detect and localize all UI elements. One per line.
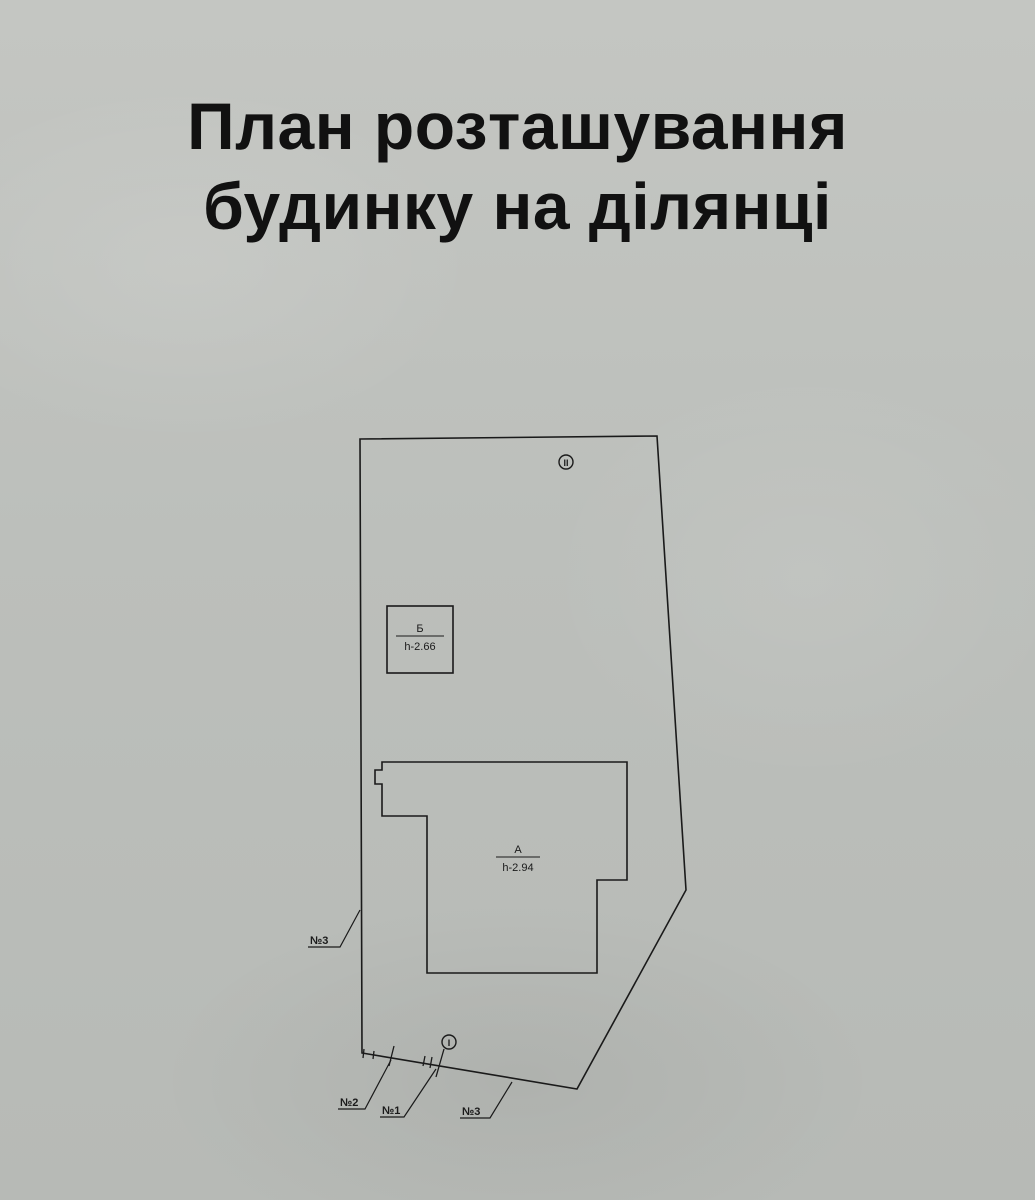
title-line-2: будинку на ділянці (203, 169, 832, 243)
building-a-height: h-2.94 (502, 862, 533, 874)
callout-left-fence: №3 (310, 935, 328, 947)
leader-left-fence (308, 909, 361, 948)
callout-fence-2: №2 (340, 1097, 358, 1109)
marker-top-circle (558, 454, 574, 470)
title-line-1: План розташування (187, 89, 848, 163)
building-a-outline (374, 761, 628, 974)
page-title: План розташування будинку на ділянці (0, 86, 1035, 246)
plot-boundary (359, 435, 687, 1090)
building-b-height: h-2.66 (404, 641, 435, 653)
building-b-outline (386, 605, 454, 674)
leader-fence-3-bottom (460, 1081, 513, 1119)
leader-fence-2 (338, 1059, 392, 1110)
marker-top-label: II (563, 458, 568, 468)
building-b-letter: Б (416, 623, 423, 635)
fence-ticks (362, 1045, 445, 1078)
marker-bottom-circle (441, 1034, 457, 1050)
callout-fence-3-bottom: №3 (462, 1106, 480, 1118)
callout-fence-1: №1 (382, 1105, 400, 1117)
building-a-letter: А (514, 844, 522, 856)
leader-fence-1 (380, 1068, 437, 1118)
marker-bottom-label: I (448, 1038, 451, 1048)
